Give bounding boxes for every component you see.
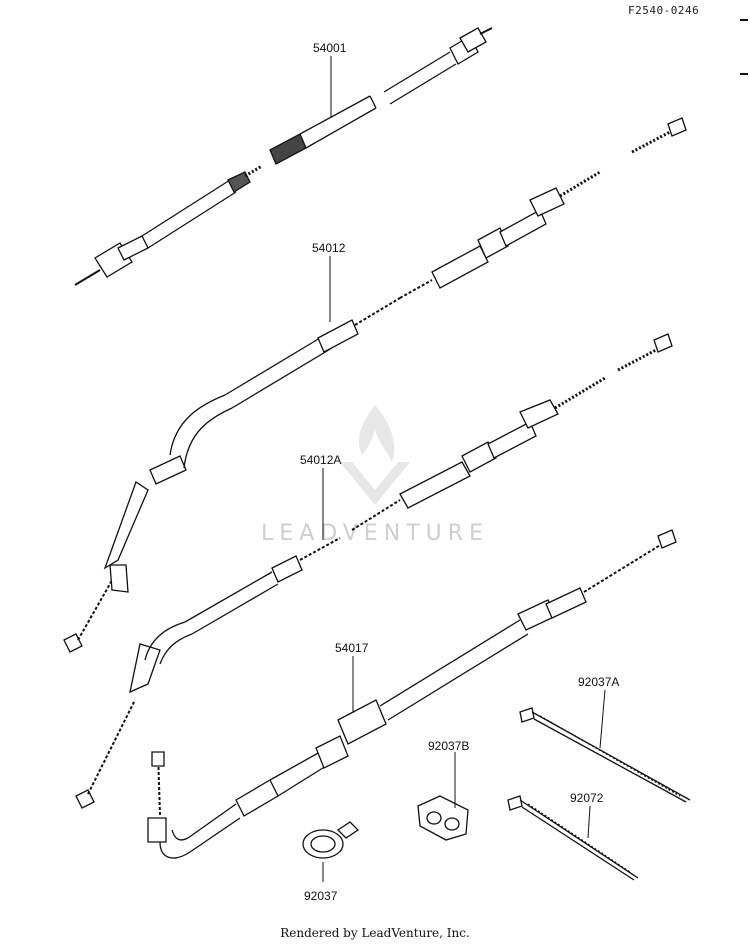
diagram-code: F2540-0246 bbox=[628, 4, 700, 17]
clamp-92037B bbox=[417, 795, 469, 841]
watermark-logo bbox=[340, 405, 410, 505]
cable-54001 bbox=[74, 27, 493, 286]
flame-icon bbox=[358, 405, 395, 462]
v-mark-icon bbox=[340, 462, 410, 505]
clip-92037 bbox=[302, 821, 360, 859]
part-label-92072[interactable]: 92072 bbox=[570, 791, 604, 805]
part-label-92037A[interactable]: 92037A bbox=[578, 675, 619, 689]
cable-tie-92037A bbox=[519, 707, 691, 803]
part-label-92037[interactable]: 92037 bbox=[304, 889, 338, 903]
cable-54012 bbox=[63, 117, 687, 653]
part-label-54012A[interactable]: 54012A bbox=[300, 453, 341, 467]
cable-54017 bbox=[147, 529, 677, 859]
part-label-92037B[interactable]: 92037B bbox=[428, 739, 469, 753]
part-label-54017[interactable]: 54017 bbox=[335, 641, 369, 655]
part-label-54001[interactable]: 54001 bbox=[313, 41, 347, 55]
leader-lines bbox=[322, 56, 606, 882]
watermark-text: LEADVENTURE bbox=[261, 521, 489, 546]
part-label-54012[interactable]: 54012 bbox=[312, 241, 346, 255]
cable-tie-92072 bbox=[507, 795, 639, 881]
footer-credit: Rendered by LeadVenture, Inc. bbox=[280, 926, 470, 940]
cable-54012A bbox=[75, 333, 673, 809]
